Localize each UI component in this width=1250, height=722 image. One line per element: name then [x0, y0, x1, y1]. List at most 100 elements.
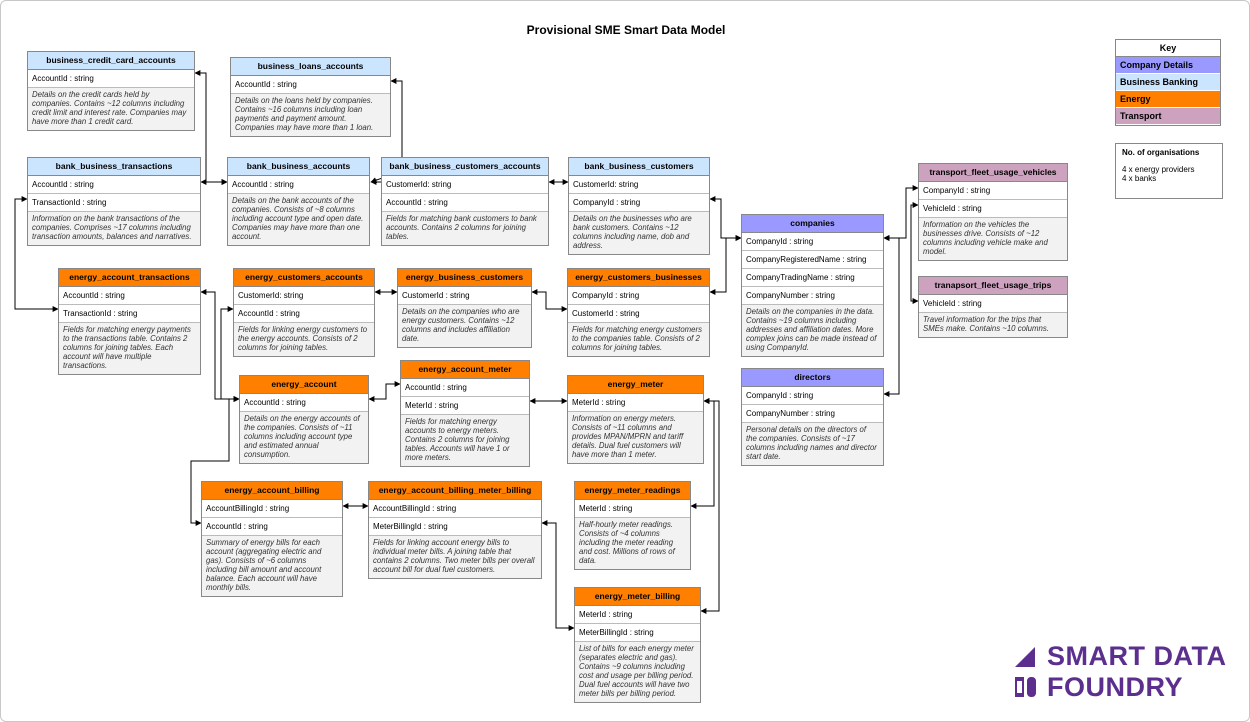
entity-title: directors: [742, 369, 883, 387]
entity-description: List of bills for each energy meter (sep…: [575, 642, 700, 702]
entity-field: CustomerId : string: [568, 305, 709, 323]
relationship-connector: [910, 202, 919, 304]
entity-field: AccountId : string: [59, 287, 200, 305]
entity-description: Fields for linking energy customers to t…: [234, 323, 374, 356]
entity-field: AccountId : string: [234, 305, 374, 323]
legend-item-energy: Energy: [1116, 91, 1220, 108]
entity-field: CompanyNumber : string: [742, 405, 883, 423]
entity-field: CompanyId : string: [569, 194, 709, 212]
organisations-title: No. of organisations: [1122, 148, 1200, 157]
entity-field: CustomerId: string: [234, 287, 374, 305]
entity-title: energy_account_billing_meter_billing: [369, 482, 541, 500]
entity-title: energy_customers_businesses: [568, 269, 709, 287]
entity-title: energy_business_customers: [398, 269, 531, 287]
entity-title: energy_account: [240, 376, 368, 394]
legend-item-bank: Business Banking: [1116, 74, 1220, 91]
entity-description: Details on the companies in the data. Co…: [742, 305, 883, 356]
entity-field: AccountId : string: [28, 70, 194, 88]
entity-description: Information on the bank transactions of …: [28, 212, 200, 245]
entity-title: bank_business_accounts: [228, 158, 369, 176]
entity-field: MeterId : string: [568, 394, 703, 412]
legend-item-company: Company Details: [1116, 57, 1220, 74]
entity-field: CompanyId : string: [568, 287, 709, 305]
entity-field: MeterId : string: [575, 500, 690, 518]
entity-title: energy_meter_billing: [575, 588, 700, 606]
diagram-title: Provisional SME Smart Data Model: [526, 23, 726, 37]
logo-mark-icon: [1015, 647, 1036, 697]
relationship-connector: [700, 398, 720, 614]
entity-description: Fields for matching energy accounts to e…: [401, 415, 529, 466]
relationship-connector: [541, 520, 575, 631]
entity-description: Information on energy meters. Consists o…: [568, 412, 703, 463]
entity-description: Details on the bank accounts of the comp…: [228, 194, 369, 245]
entity-description: Fields for matching energy customers to …: [568, 323, 709, 356]
entity-title: companies: [742, 215, 883, 233]
entity-field: AccountId : string: [228, 176, 369, 194]
relationship-connector: [190, 396, 240, 526]
entity-description: Information on the vehicles the business…: [919, 218, 1067, 260]
entity-field: CompanyId : string: [742, 387, 883, 405]
entity-title: business_loans_accounts: [231, 58, 390, 76]
entity-field: AccountId : string: [401, 379, 529, 397]
entity-description: Fields for matching energy payments to t…: [59, 323, 200, 374]
entity-description: Personal details on the directors of the…: [742, 423, 883, 465]
entity-field: TransactionId : string: [28, 194, 200, 212]
entity-description: Half-hourly meter readings. Consists of …: [575, 518, 690, 569]
relationship-connector: [14, 196, 59, 312]
entity-title: tranapsort_fleet_usage_trips: [919, 277, 1067, 295]
entity-field: AccountId : string: [202, 518, 342, 536]
relationship-connector: [883, 185, 919, 241]
entity-title: transport_fleet_usage_vehicles: [919, 164, 1067, 182]
entity-title: energy_meter: [568, 376, 703, 394]
entity-description: Details on the energy accounts of the co…: [240, 412, 368, 463]
entity-description: Fields for linking account energy bills …: [369, 536, 541, 578]
legend-key: Key Company Details Business Banking Ene…: [1115, 39, 1221, 126]
entity-field: AccountBillingId : string: [202, 500, 342, 518]
entity-field: CustomerId : string: [398, 287, 531, 305]
logo-text-line2: FOUNDRY: [1047, 672, 1183, 702]
smart-data-foundry-logo: SMART DATA FOUNDRY: [1013, 641, 1243, 702]
entity-title: energy_account_billing: [202, 482, 342, 500]
entity-field: MeterBillingId : string: [369, 518, 541, 536]
relationship-connector: [709, 196, 742, 241]
entity-field: CompanyId : string: [742, 233, 883, 251]
entity-title: bank_business_customers_accounts: [382, 158, 548, 176]
entity-title: business_credit_card_accounts: [28, 52, 194, 70]
entity-description: Details on the companies who are energy …: [398, 305, 531, 347]
entity-field: AccountBillingId : string: [369, 500, 541, 518]
entity-field: TransactionId : string: [59, 305, 200, 323]
entity-field: CompanyNumber : string: [742, 287, 883, 305]
relationship-connector: [883, 235, 900, 397]
entity-field: CompanyTradingName : string: [742, 269, 883, 287]
logo-text-line1: SMART DATA: [1047, 641, 1227, 671]
legend-item-transport: Transport: [1116, 108, 1220, 125]
organisations-line-energy: 4 x energy providers: [1122, 165, 1195, 174]
entity-description: Details on the loans held by companies. …: [231, 94, 390, 136]
entity-description: Summary of energy bills for each account…: [202, 536, 342, 596]
entity-description: Fields for matching bank customers to ba…: [382, 212, 548, 245]
relationship-connector: [368, 381, 401, 402]
entity-field: CustomerId: string: [382, 176, 548, 194]
entity-title: energy_meter_readings: [575, 482, 690, 500]
entity-field: AccountId : string: [382, 194, 548, 212]
entity-title: energy_customers_accounts: [234, 269, 374, 287]
relationship-connector: [709, 235, 742, 295]
relationship-connector: [531, 289, 568, 312]
legend-title: Key: [1116, 40, 1220, 57]
entity-field: AccountId : string: [28, 176, 200, 194]
